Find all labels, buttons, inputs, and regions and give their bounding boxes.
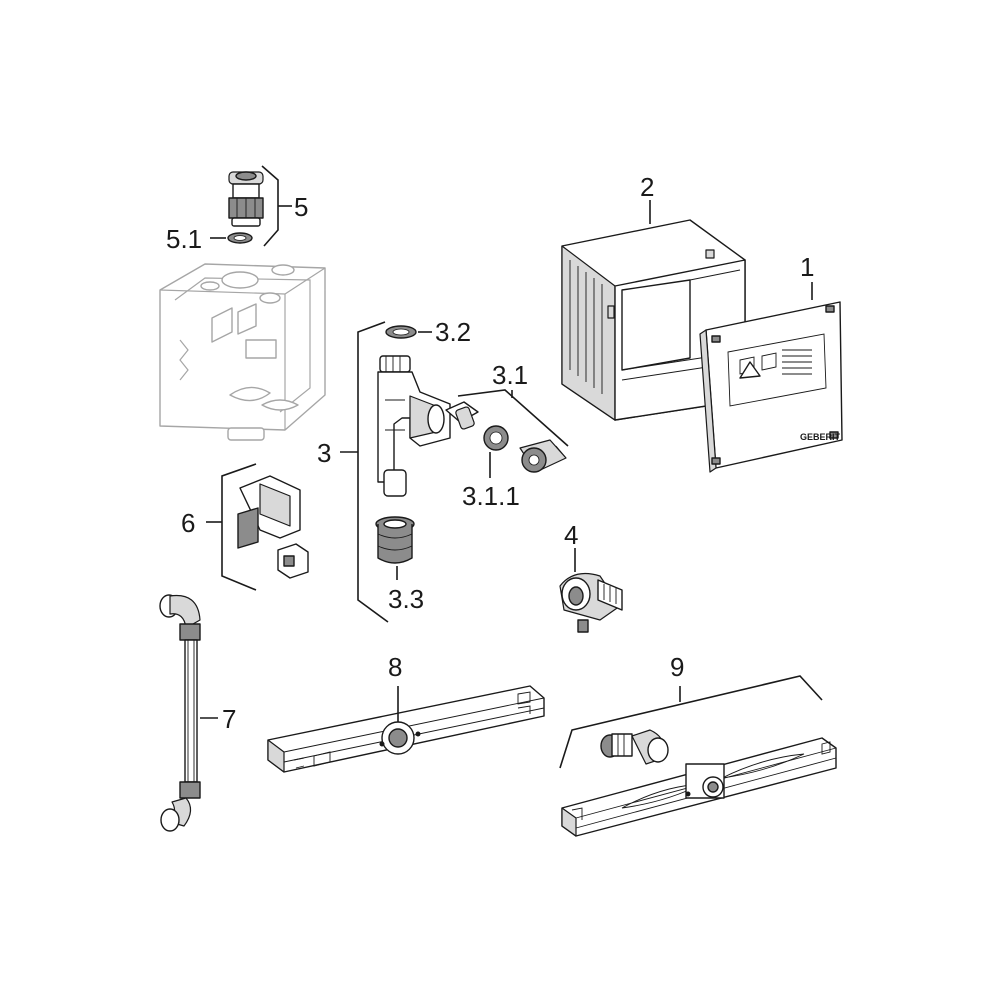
bracket-5 (261, 165, 279, 247)
part-3-1-1-nut (483, 425, 509, 451)
label-8: 8 (388, 652, 402, 682)
part-3-valve-body (377, 355, 451, 497)
label-1: 1 (800, 252, 814, 282)
part-4-connector (559, 573, 623, 633)
label-4: 4 (564, 520, 578, 550)
part-3-2-oring (385, 325, 417, 339)
part-5-1-oring (227, 232, 253, 244)
bracket-9 (559, 675, 823, 769)
installation-box (159, 263, 326, 441)
part-2-protective-box (561, 219, 746, 421)
part-1-cover-plate: GEBERIT (699, 301, 843, 473)
part-5-fitting (228, 171, 264, 227)
label-3-2: 3.2 (435, 317, 471, 347)
label-5: 5 (294, 192, 308, 222)
label-9: 9 (670, 652, 684, 682)
bracket-6 (221, 463, 257, 591)
label-6: 6 (181, 508, 195, 538)
label-3-1: 3.1 (492, 360, 528, 390)
label-3-1-1: 3.1.1 (462, 481, 520, 511)
part-9-rail-assembly (561, 737, 837, 837)
label-7: 7 (222, 704, 236, 734)
label-3-3: 3.3 (388, 584, 424, 614)
part-8-mounting-rail (267, 685, 545, 773)
cover-brand-logo: GEBERIT (800, 432, 841, 442)
part-6-clips (237, 475, 309, 579)
label-3: 3 (317, 438, 331, 468)
part-7-hose (159, 594, 201, 832)
part-3-1-cap (519, 439, 567, 473)
bracket-3-1 (457, 389, 569, 447)
part-3-3-sleeve (375, 516, 415, 564)
bracket-3 (357, 321, 389, 623)
label-5-1: 5.1 (166, 224, 202, 254)
part-9-elbow-connector (600, 729, 669, 765)
part-3-1-pin (445, 401, 479, 430)
label-2: 2 (640, 172, 654, 202)
